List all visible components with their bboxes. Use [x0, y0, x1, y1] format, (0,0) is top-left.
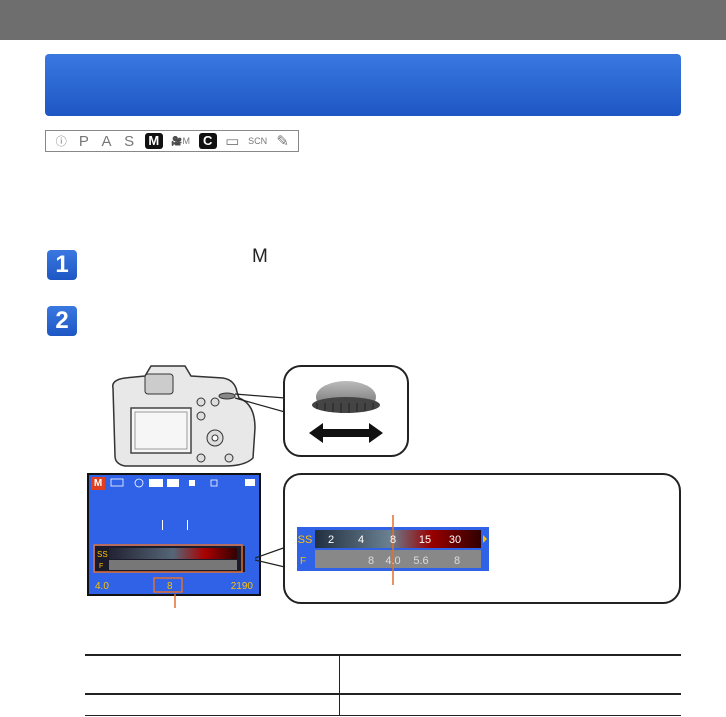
lcd-ss-scale: SS F: [95, 546, 245, 572]
top-bar: [0, 0, 726, 40]
table-header-rule: [85, 693, 681, 695]
table-top-rule: [85, 654, 681, 656]
step-1-text: M: [252, 246, 268, 267]
ss-label: SS: [298, 534, 313, 546]
lcd-aperture-value: 4.0: [95, 580, 109, 592]
mode-c: C: [198, 133, 217, 149]
control-dial-icon: [309, 381, 383, 443]
panorama-icon: ▭: [225, 133, 240, 150]
mode-scn: SCN: [248, 136, 268, 146]
ss-tick-label: 4: [358, 534, 364, 546]
creative-control-icon: ✎: [276, 133, 289, 150]
camera-illustration: [112, 365, 285, 467]
f-tick-label: 4.0: [385, 555, 400, 567]
af-frame: [162, 520, 188, 530]
ss-tick-label: 15: [419, 534, 431, 546]
ss-tick-label: 8: [390, 534, 396, 546]
f-tick-label: 5.6: [413, 555, 428, 567]
lcd-pointer-line: [174, 594, 176, 608]
f-label: F: [300, 556, 306, 567]
enlarged-scale: [297, 527, 489, 571]
scale-pointer-lines: [392, 515, 394, 585]
ss-tick-label: 30: [449, 534, 461, 546]
svg-text:SS: SS: [97, 550, 108, 559]
lcd-shutter-value: 8: [167, 580, 173, 592]
lcd-scale-highlight: [93, 544, 243, 573]
dial-callout: [283, 365, 409, 457]
svg-text:F: F: [99, 563, 103, 570]
ss-tick-label: 2: [328, 534, 334, 546]
lcd-bottom-bar: 4.0 8 2190: [89, 578, 259, 594]
f-tick-label: 8: [368, 555, 374, 567]
mode-strip: ⓘ P A S M 🎥M C ▭ SCN ✎: [45, 130, 299, 152]
table-column-divider: [339, 654, 340, 716]
step-2-badge: 2: [47, 306, 77, 336]
table-bottom-rule: [85, 715, 681, 716]
lcd-remaining-count: 2190: [230, 580, 253, 592]
lcd-scale-graphic: SS F: [97, 548, 237, 570]
mode-s: S: [124, 132, 135, 150]
movie-mode-icon: 🎥M: [171, 135, 191, 146]
camera-lcd-screen: M SS F 4.0 8 2190: [87, 473, 261, 596]
lcd-exposure-highlight: [153, 577, 183, 593]
mode-p: P: [78, 132, 89, 150]
step-1-badge: 1: [47, 250, 77, 280]
lcd-status-icons: [110, 478, 255, 488]
f-tick-label: 8: [454, 555, 460, 567]
intelligent-auto-icon: ⓘ: [55, 136, 67, 148]
mode-a: A: [101, 132, 112, 150]
mode-m: M: [144, 133, 163, 149]
section-header: [45, 54, 681, 116]
lcd-mode-indicator: M: [91, 477, 105, 490]
